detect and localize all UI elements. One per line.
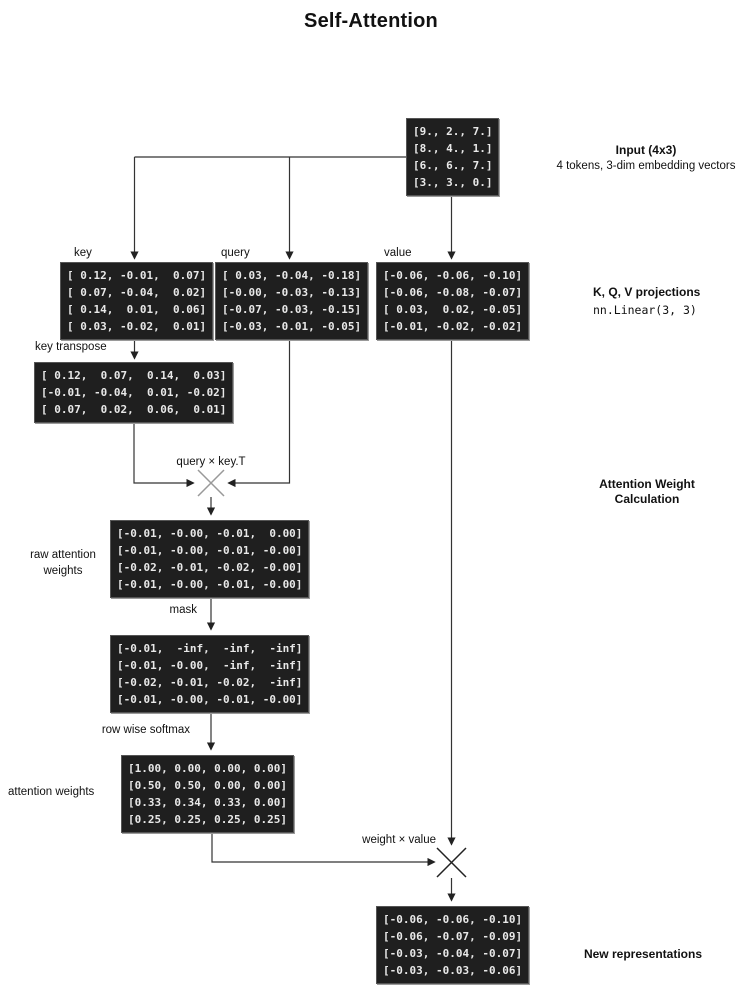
matrix-row: [ 0.03, 0.02, -0.05] — [383, 303, 523, 316]
matrix-row: [ 0.12, 0.07, 0.14, 0.03] — [41, 369, 227, 382]
page-title: Self-Attention — [304, 10, 438, 32]
value-label: value — [384, 247, 412, 259]
raw-attention-matrix: [-0.01, -0.00, -0.01, 0.00] [-0.01, -0.0… — [110, 520, 310, 598]
matrix-row: [-0.02, -0.01, -0.02, -inf] — [117, 676, 303, 689]
raw-attention-weights-label: raw attention weights — [30, 549, 96, 577]
projections-annotation: K, Q, V projections nn.Linear(3, 3) — [593, 285, 700, 317]
transpose-to-multiply-arrow — [133, 421, 195, 488]
multiply-icon-weight-value — [436, 847, 467, 878]
key-matrix: [ 0.12, -0.01, 0.07] [ 0.07, -0.04, 0.02… — [60, 262, 214, 340]
weight-x-value-label: weight × value — [362, 834, 436, 846]
query-matrix: [ 0.03, -0.04, -0.18] [-0.00, -0.03, -0.… — [215, 262, 369, 340]
input-annotation-subheading: 4 tokens, 3-dim embedding vectors — [556, 160, 736, 172]
matrix-row: [0.25, 0.25, 0.25, 0.25] — [128, 813, 287, 826]
matrix-row: [8., 4., 1.] — [413, 142, 493, 155]
matrix-row: [-0.01, -0.00, -0.01, 0.00] — [117, 527, 303, 540]
key-label: key — [74, 247, 92, 259]
matrix-row: [0.50, 0.50, 0.00, 0.00] — [128, 779, 287, 792]
key-transpose-matrix: [ 0.12, 0.07, 0.14, 0.03] [-0.01, -0.04,… — [34, 362, 234, 423]
mask-label: mask — [169, 604, 197, 616]
matrix-row: [ 0.14, 0.01, 0.06] — [67, 303, 207, 316]
row-wise-softmax-label: row wise softmax — [101, 724, 190, 736]
matrix-row: [ 0.07, 0.02, 0.06, 0.01] — [41, 403, 227, 416]
input-annotation: Input (4x3) 4 tokens, 3-dim embedding ve… — [536, 143, 742, 174]
matrix-row: [-0.01, -0.04, 0.01, -0.02] — [41, 386, 227, 399]
query-x-keyT-label: query × key.T — [176, 456, 246, 468]
projections-annotation-heading: K, Q, V projections — [593, 285, 701, 299]
matrix-row: [1.00, 0.00, 0.00, 0.00] — [128, 762, 287, 775]
projections-annotation-code: nn.Linear(3, 3) — [593, 303, 697, 317]
matrix-row: [-0.06, -0.08, -0.07] — [383, 286, 523, 299]
matrix-row: [-0.01, -0.00, -inf, -inf] — [117, 659, 303, 672]
matrix-row: [ 0.07, -0.04, 0.02] — [67, 286, 207, 299]
matrix-row: [-0.01, -0.02, -0.02] — [383, 320, 523, 333]
matrix-row: [-0.01, -inf, -inf, -inf] — [117, 642, 303, 655]
attention-calc-annotation: Attention Weight Calculation — [599, 477, 695, 506]
matrix-row: [-0.02, -0.01, -0.02, -0.00] — [117, 561, 303, 574]
matrix-row: [6., 6., 7.] — [413, 159, 493, 172]
query-label: query — [221, 247, 250, 259]
matrix-row: [0.33, 0.34, 0.33, 0.00] — [128, 796, 287, 809]
multiply-icon-query-key — [197, 469, 225, 497]
matrix-row: [-0.06, -0.07, -0.09] — [383, 930, 523, 943]
matrix-row: [-0.01, -0.00, -0.01, -0.00] — [117, 578, 303, 591]
matrix-row: [ 0.03, -0.04, -0.18] — [222, 269, 362, 282]
matrix-row: [-0.07, -0.03, -0.15] — [222, 303, 362, 316]
matrix-row: [-0.06, -0.06, -0.10] — [383, 269, 523, 282]
input-matrix: [9., 2., 7.] [8., 4., 1.] [6., 6., 7.] [… — [406, 118, 500, 196]
key-transpose-label: key transpose — [35, 341, 107, 353]
output-annotation: New representations — [583, 947, 703, 961]
matrix-row: [-0.01, -0.00, -0.01, -0.00] — [117, 693, 303, 706]
matrix-row: [3., 3., 0.] — [413, 176, 493, 189]
value-matrix: [-0.06, -0.06, -0.10] [-0.06, -0.08, -0.… — [376, 262, 530, 340]
attention-weights-label: attention weights — [8, 786, 95, 798]
matrix-row: [-0.03, -0.04, -0.07] — [383, 947, 523, 960]
matrix-row: [-0.03, -0.01, -0.05] — [222, 320, 362, 333]
matrix-row: [-0.01, -0.00, -0.01, -0.00] — [117, 544, 303, 557]
new-representations-matrix: [-0.06, -0.06, -0.10] [-0.06, -0.07, -0.… — [376, 906, 530, 984]
matrix-row: [-0.03, -0.03, -0.06] — [383, 964, 523, 977]
masked-matrix: [-0.01, -inf, -inf, -inf] [-0.01, -0.00,… — [110, 635, 310, 713]
matrix-row: [ 0.12, -0.01, 0.07] — [67, 269, 207, 282]
matrix-row: [9., 2., 7.] — [413, 125, 493, 138]
input-annotation-heading: Input (4x3) — [615, 143, 677, 157]
matrix-row: [-0.06, -0.06, -0.10] — [383, 913, 523, 926]
matrix-row: [ 0.03, -0.02, 0.01] — [67, 320, 207, 333]
matrix-row: [-0.00, -0.03, -0.13] — [222, 286, 362, 299]
attention-weights-matrix: [1.00, 0.00, 0.00, 0.00] [0.50, 0.50, 0.… — [121, 755, 294, 833]
